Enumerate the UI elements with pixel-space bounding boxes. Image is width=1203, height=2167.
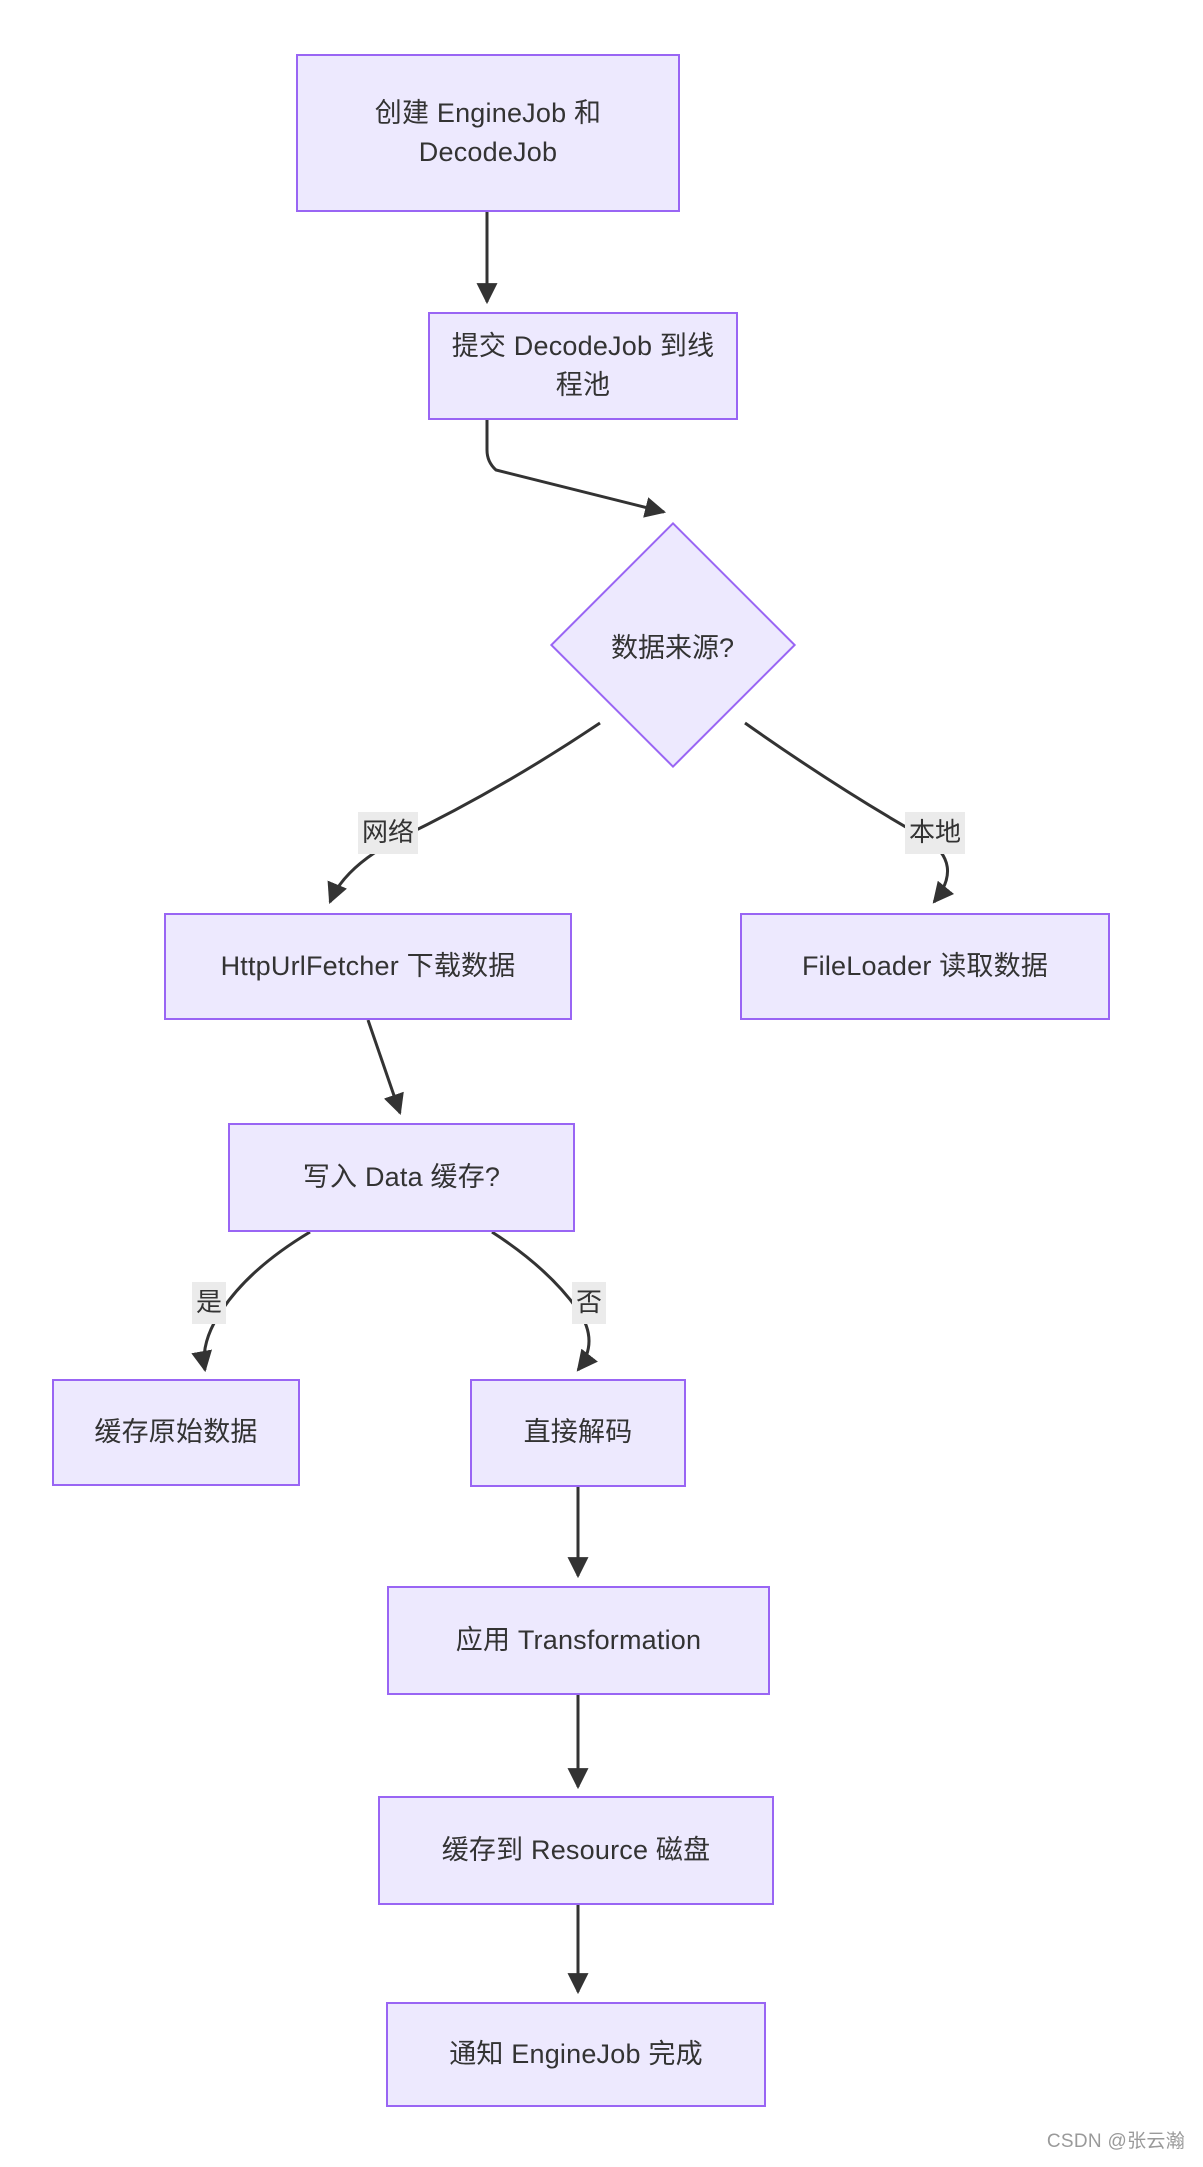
node-label: FileLoader 读取数据 [801,950,1049,981]
node-create-enginejob-decodejob[interactable]: 创建 EngineJob 和 DecodeJob [296,54,680,212]
node-cache-resource-disk[interactable]: 缓存到 Resource 磁盘 [378,1796,774,1905]
edge-label-network: 网络 [358,812,419,855]
edge-label-yes: 是 [192,1282,227,1325]
node-label: 缓存原始数据 [94,1416,258,1447]
node-label: 直接解码 [523,1417,633,1448]
node-notify-enginejob-complete[interactable]: 通知 EngineJob 完成 [386,2002,766,2107]
edge-n2-n3 [485,420,667,518]
edge-label-no: 否 [572,1282,607,1325]
watermark: CSDN @张云瀚 [1046,2131,1185,2152]
node-label: 数据来源? [610,632,735,663]
node-submit-decodejob-threadpool[interactable]: 提交 DecodeJob 到线程池 [428,312,738,420]
node-label: 通知 EngineJob 完成 [449,2038,703,2069]
node-label: 应用 Transformation [455,1624,702,1655]
edge-label-local: 本地 [905,812,966,855]
node-label: 提交 DecodeJob 到线程池 [451,330,715,400]
node-label: 创建 EngineJob 和 DecodeJob [374,97,602,167]
node-write-data-cache-decision[interactable]: 写入 Data 缓存? [228,1123,575,1232]
node-label: HttpUrlFetcher 下载数据 [220,950,516,981]
node-cache-original-data[interactable]: 缓存原始数据 [52,1379,300,1486]
node-direct-decode[interactable]: 直接解码 [470,1379,686,1487]
node-apply-transformation[interactable]: 应用 Transformation [387,1586,770,1695]
edge-n4-n6 [366,1019,404,1115]
node-fileloader-read[interactable]: FileLoader 读取数据 [740,913,1110,1020]
node-label: 缓存到 Resource 磁盘 [441,1834,711,1865]
node-data-source-decision[interactable]: 数据来源? [548,521,797,769]
node-label: 写入 Data 缓存? [302,1161,501,1192]
node-httpurlfetcher-download[interactable]: HttpUrlFetcher 下载数据 [164,913,572,1020]
